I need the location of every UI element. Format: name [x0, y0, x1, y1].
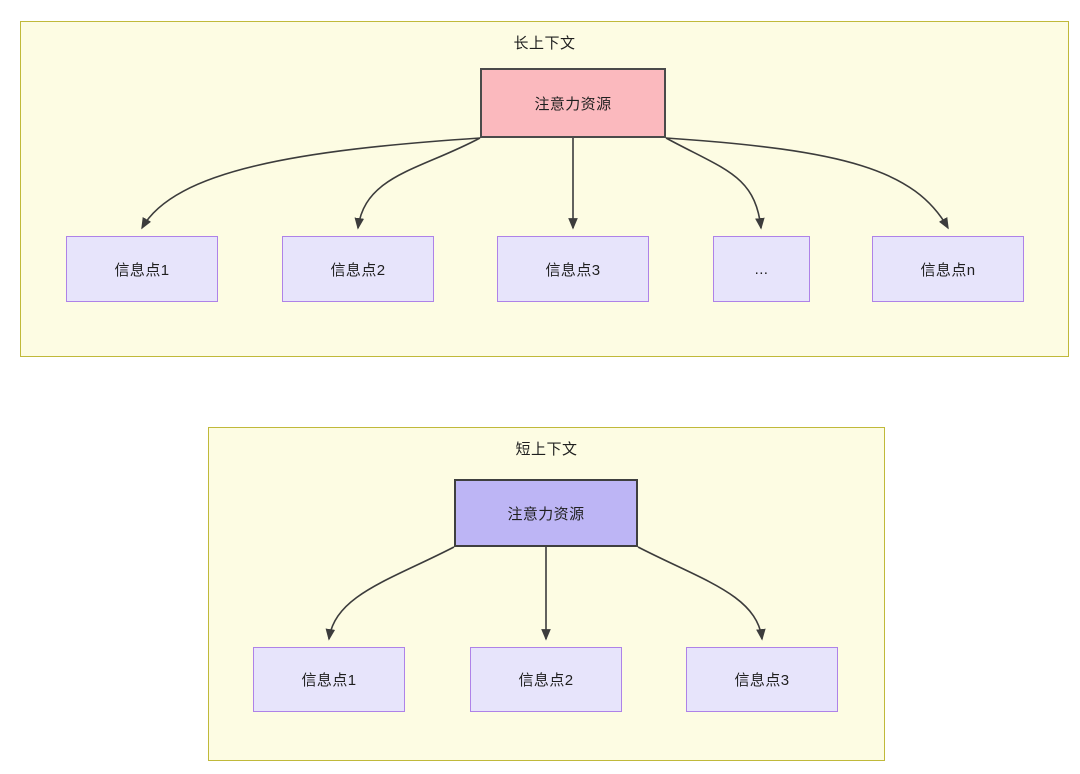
node-info-point-ellipsis-long[interactable]: ...	[713, 236, 810, 302]
node-attention-resource-long[interactable]: 注意力资源	[480, 68, 666, 138]
node-info-point-2-long[interactable]: 信息点2	[282, 236, 434, 302]
node-info-point-3-short[interactable]: 信息点3	[686, 647, 838, 712]
node-label: 信息点3	[734, 672, 790, 689]
node-label: 信息点2	[330, 261, 386, 279]
node-label: 信息点3	[545, 261, 601, 279]
node-label: 信息点1	[114, 261, 170, 279]
node-attention-resource-short[interactable]: 注意力资源	[454, 479, 638, 547]
group-long-context-title: 长上下文	[513, 35, 576, 52]
node-label: 信息点n	[920, 261, 976, 279]
node-info-point-1-short[interactable]: 信息点1	[253, 647, 405, 712]
node-info-point-n-long[interactable]: 信息点n	[872, 236, 1024, 302]
node-info-point-2-short[interactable]: 信息点2	[470, 647, 622, 712]
node-info-point-1-long[interactable]: 信息点1	[66, 236, 218, 302]
node-label: 信息点2	[518, 672, 574, 689]
node-label: ...	[754, 260, 769, 278]
group-short-context-title: 短上下文	[515, 441, 578, 458]
node-label: 信息点1	[301, 672, 357, 689]
node-info-point-3-long[interactable]: 信息点3	[497, 236, 649, 302]
node-label: 注意力资源	[507, 505, 585, 523]
node-label: 注意力资源	[534, 95, 612, 113]
